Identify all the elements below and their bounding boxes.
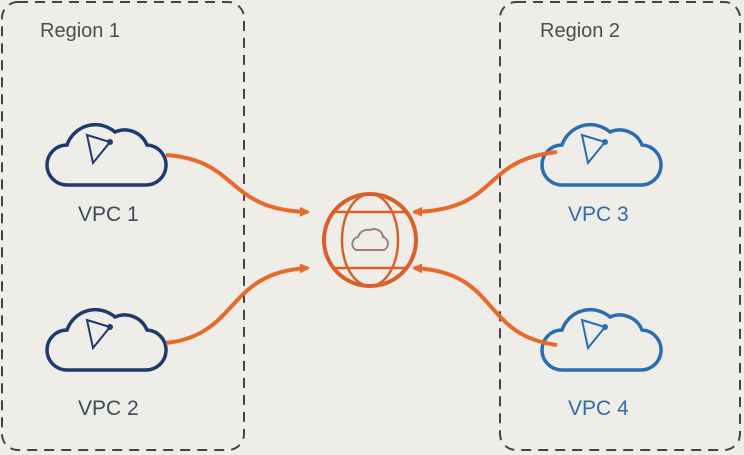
arrow-vpc2-to-hub xyxy=(165,263,310,345)
arrow-vpc4-to-hub xyxy=(412,263,558,347)
globe-cloud-icon xyxy=(322,192,418,288)
region-2-label: Region 2 xyxy=(540,20,621,42)
arrow-vpc3-to-hub xyxy=(412,150,558,217)
arrow-vpc1-to-hub xyxy=(165,153,310,217)
vpc-1-cloud-icon xyxy=(45,122,168,187)
region-1-box xyxy=(1,1,245,451)
vpc-2-cloud-icon xyxy=(45,307,168,372)
vpc-1-label: VPC 1 xyxy=(78,203,139,226)
vpc-3-label: VPC 3 xyxy=(568,203,629,226)
vpc-2-label: VPC 2 xyxy=(78,397,139,420)
vpc-4-cloud-icon xyxy=(540,307,663,372)
region-1-label: Region 1 xyxy=(40,20,121,42)
region-2-box xyxy=(499,1,741,451)
vpc-3-cloud-icon xyxy=(540,122,663,187)
vpc-4-label: VPC 4 xyxy=(568,397,629,420)
